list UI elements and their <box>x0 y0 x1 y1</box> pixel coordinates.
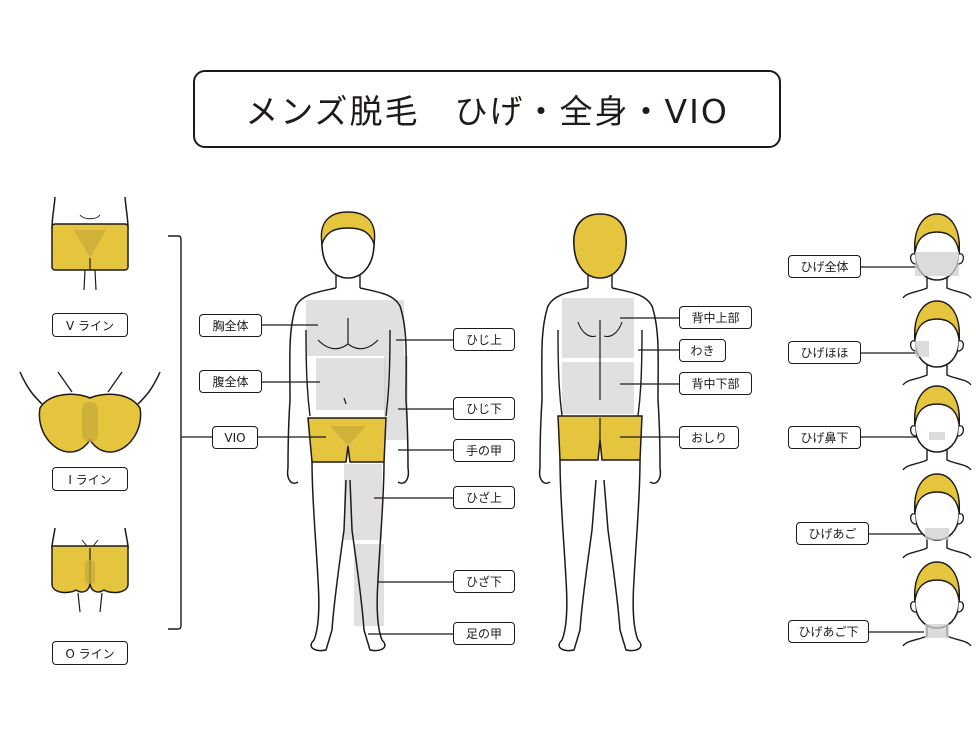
label-v-line: V ライン <box>52 313 128 337</box>
front-body <box>286 211 410 652</box>
label-beard-under-chin: ひげあご下 <box>788 620 869 643</box>
label-vio: VIO <box>212 426 258 449</box>
label-upper-elbow: ひじ上 <box>453 328 515 351</box>
beard-head-under-nose <box>902 385 972 471</box>
label-i-line: I ライン <box>52 467 128 491</box>
beard-head-under-chin <box>902 561 972 647</box>
label-lower-back: 背中下部 <box>679 372 752 395</box>
label-beard-cheeks: ひげほほ <box>788 341 861 364</box>
beard-head-cheeks <box>902 300 972 386</box>
v-line-illustration <box>51 196 129 291</box>
label-o-line: O ライン <box>52 641 128 665</box>
i-line-illustration <box>19 371 161 453</box>
label-buttocks: おしり <box>679 426 739 449</box>
label-armpit: わき <box>679 339 726 362</box>
beard-head-full <box>902 213 972 299</box>
label-top-of-foot: 足の甲 <box>453 622 515 645</box>
o-line-illustration <box>51 527 129 613</box>
beard-head-chin <box>902 473 972 559</box>
label-beard-full: ひげ全体 <box>788 255 861 278</box>
label-chest: 胸全体 <box>199 314 262 337</box>
page-title: メンズ脱毛 ひげ・全身・VIO <box>193 70 781 148</box>
label-upper-back: 背中上部 <box>679 306 752 329</box>
label-above-knee: ひざ上 <box>453 486 515 509</box>
label-abdomen: 腹全体 <box>199 370 262 393</box>
label-beard-under-nose: ひげ鼻下 <box>788 426 861 449</box>
label-beard-chin: ひげあご <box>796 522 869 545</box>
label-lower-elbow: ひじ下 <box>453 397 515 420</box>
back-body <box>538 213 662 652</box>
label-back-of-hand: 手の甲 <box>453 439 515 462</box>
label-below-knee: ひざ下 <box>453 570 515 593</box>
